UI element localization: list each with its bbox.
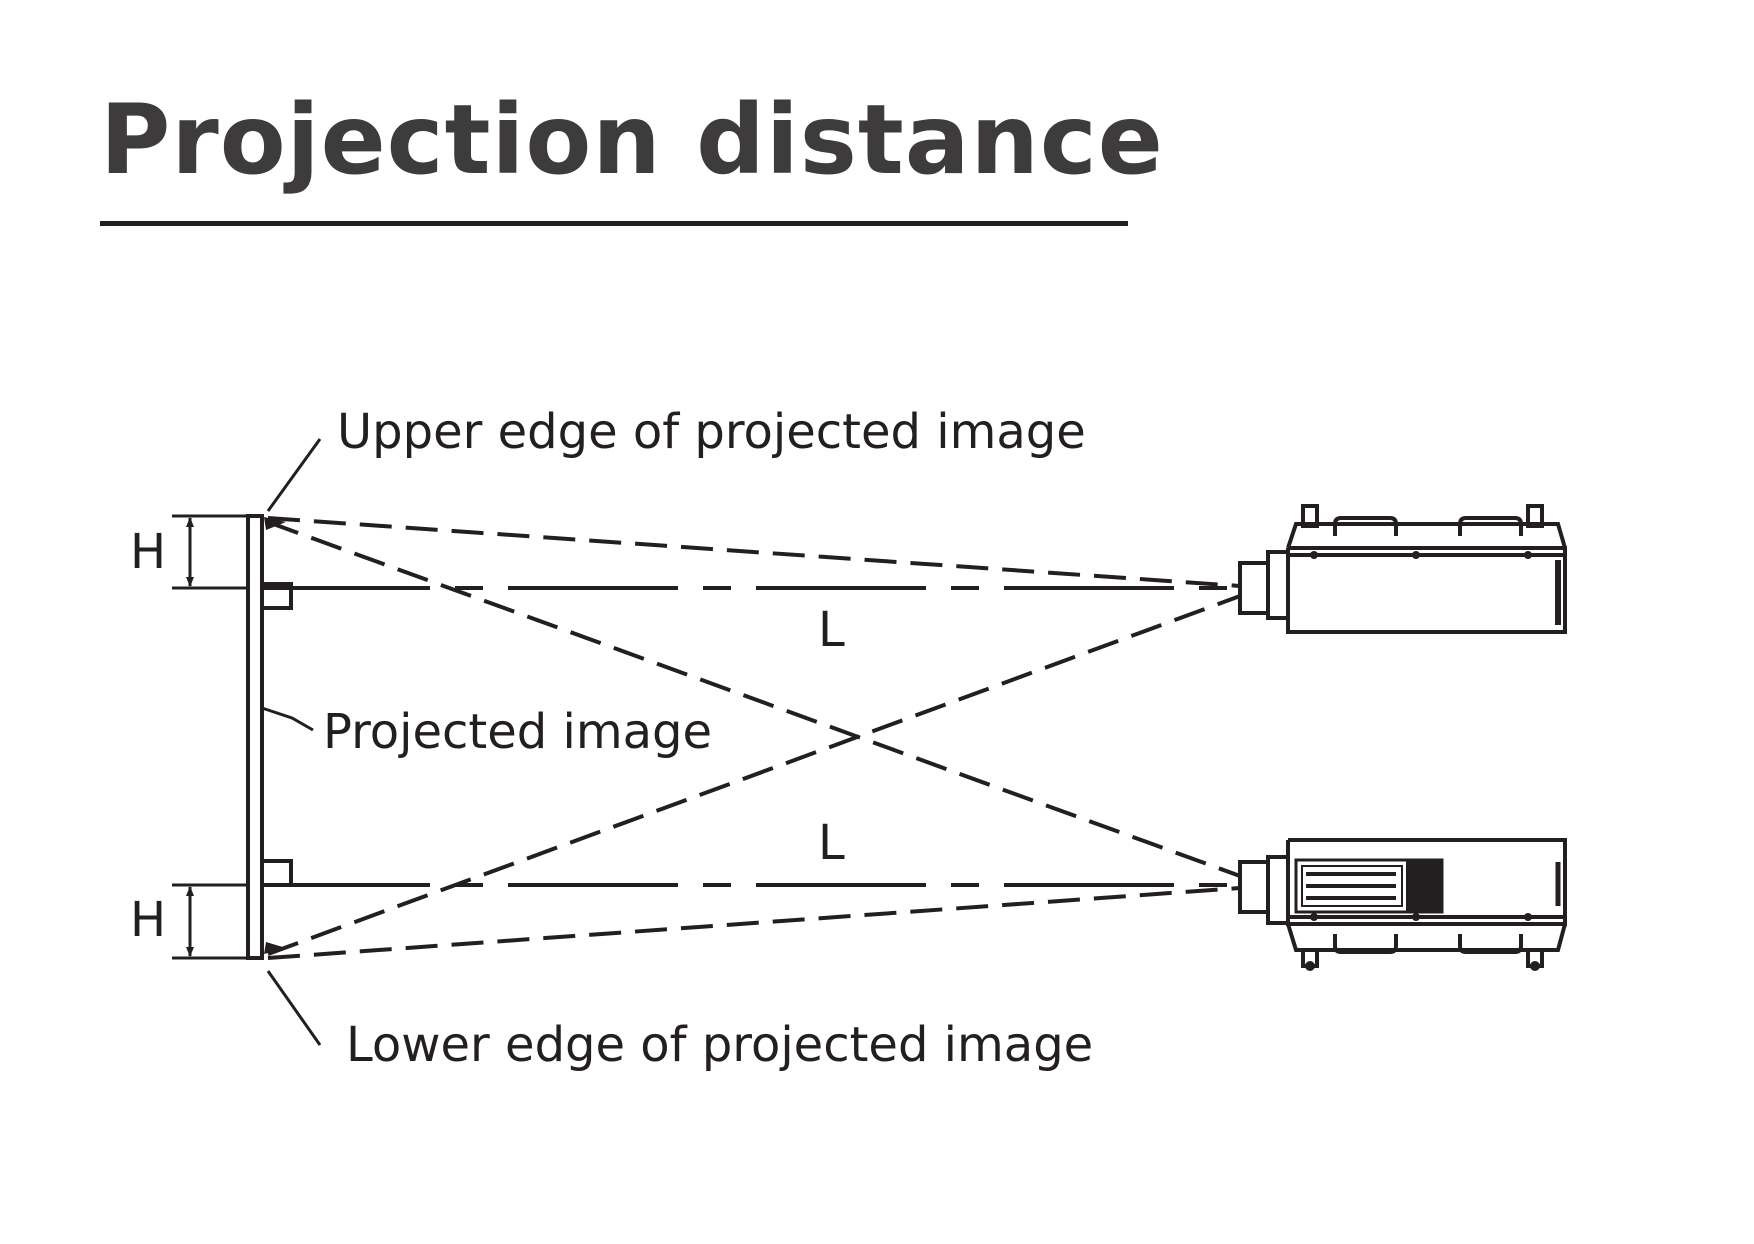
upper-edge-label: Upper edge of projected image <box>337 404 1086 460</box>
projection-paths <box>260 516 1241 960</box>
lower-edge-leader <box>266 970 322 1046</box>
title-underline <box>100 221 1128 226</box>
lower-edge-marker <box>264 942 286 954</box>
projector-inverted-icon <box>1238 838 1567 968</box>
height-label-upper: H <box>130 524 166 580</box>
projection-screen <box>246 514 293 960</box>
projector-upright-dots <box>1310 551 1532 559</box>
upper-edge-leader <box>266 438 322 512</box>
distance-label-lower: L <box>818 815 845 871</box>
page-title: Projection distance <box>100 84 1164 196</box>
projector-inverted-panel <box>1305 860 1540 971</box>
height-dimension-lower <box>172 883 248 960</box>
lower-edge-label: Lower edge of projected image <box>346 1017 1093 1073</box>
projector-upright-icon <box>1238 504 1567 634</box>
distance-label-upper: L <box>818 602 845 658</box>
height-label-lower: H <box>130 892 166 948</box>
projected-image-leader <box>261 706 314 732</box>
height-dimension-upper <box>172 514 248 590</box>
projected-image-label: Projected image <box>323 704 712 760</box>
